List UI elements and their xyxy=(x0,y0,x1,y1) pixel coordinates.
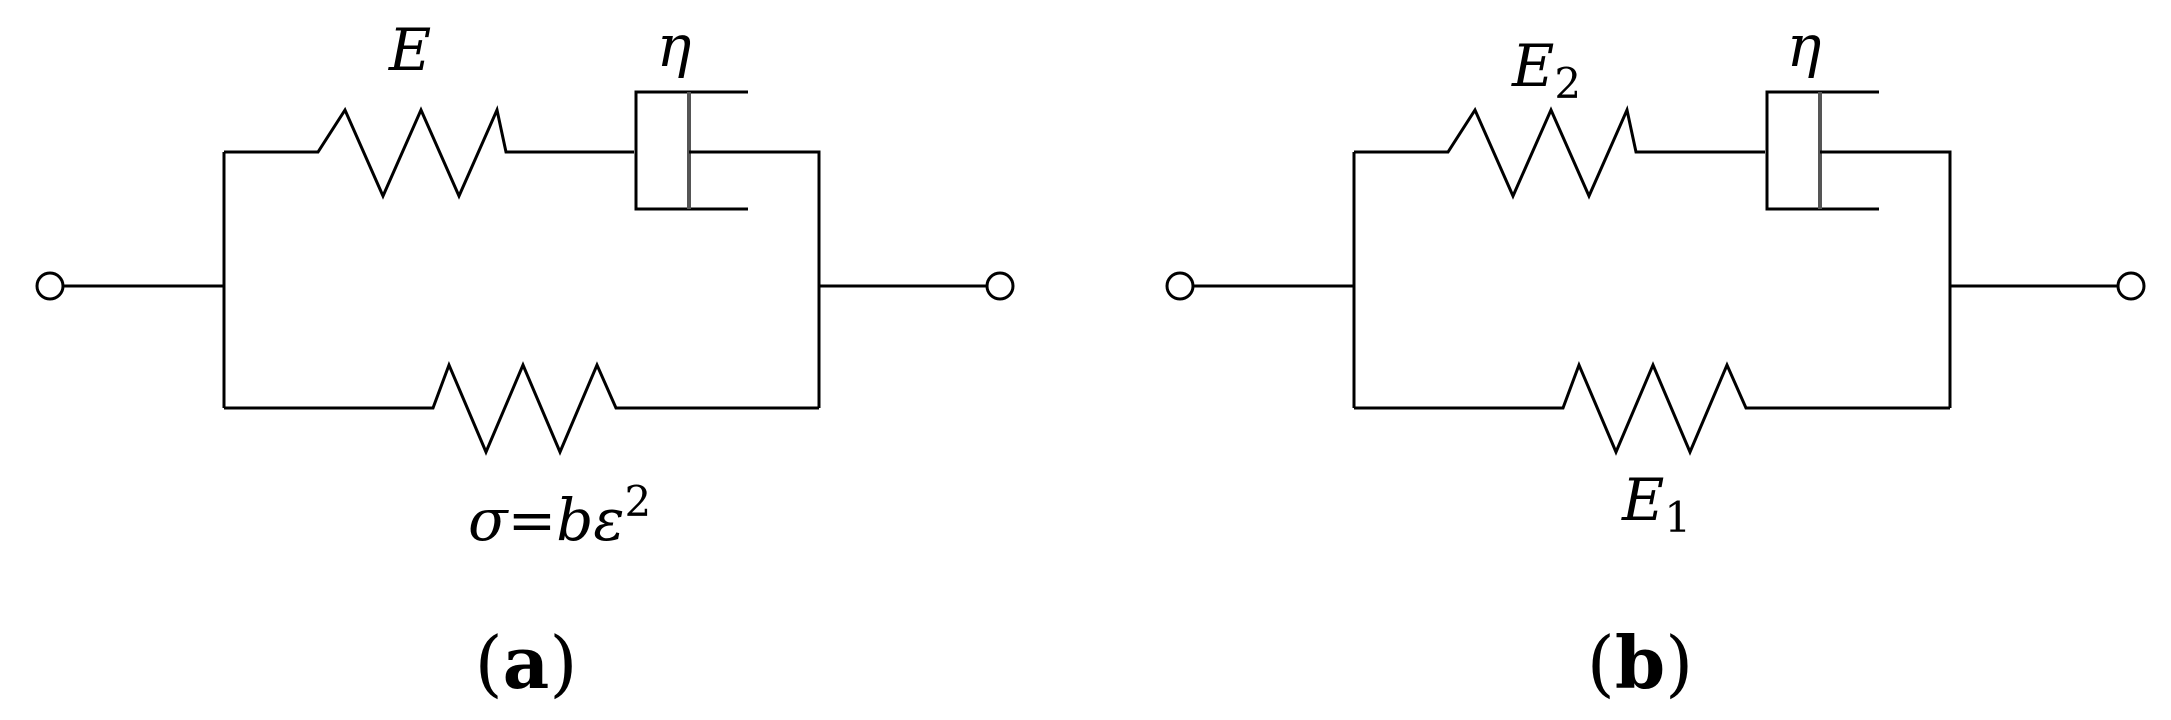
dashpot-cylinder-a xyxy=(634,90,748,211)
caption-a-open: ( xyxy=(475,621,503,705)
panel-b: E2 η E1 (b) xyxy=(1165,12,2146,705)
caption-b-close: ) xyxy=(1665,621,1693,705)
right-terminal-a xyxy=(985,271,1015,301)
e1-subscript: 1 xyxy=(1664,493,1691,542)
epsilon-symbol: ε xyxy=(593,486,624,554)
right-terminal-b xyxy=(2116,271,2146,301)
left-terminal-b xyxy=(1165,271,1195,301)
spring-e1-label: E1 xyxy=(1621,466,1691,542)
spring-e-label: E xyxy=(388,16,431,84)
upper-right-wire-a xyxy=(689,150,821,408)
sigma-symbol: σ xyxy=(468,486,509,554)
left-terminal-a xyxy=(35,271,65,301)
exponent-two: 2 xyxy=(624,477,651,526)
spring-e2 xyxy=(1354,105,1765,200)
e2-symbol: E xyxy=(1511,32,1554,100)
nonlinear-spring-label: σ=bε2 xyxy=(468,477,651,554)
panel-a: E η σ=bε2 (a) xyxy=(35,12,1015,705)
e2-subscript: 2 xyxy=(1554,59,1581,108)
dashpot-cylinder-b xyxy=(1765,90,1879,211)
caption-b: (b) xyxy=(1587,620,1694,705)
caption-b-open: ( xyxy=(1587,621,1615,705)
spring-e1 xyxy=(1354,360,1950,456)
b-coefficient: b xyxy=(556,486,593,554)
nonlinear-spring xyxy=(224,360,819,456)
equals-sign: = xyxy=(508,486,557,554)
spring-e2-label: E2 xyxy=(1511,32,1581,108)
dashpot-eta-label-a: η xyxy=(657,12,692,80)
spring-e xyxy=(224,105,634,200)
upper-right-wire-b xyxy=(1820,150,1952,408)
caption-b-letter: b xyxy=(1615,620,1665,705)
caption-a-letter: a xyxy=(503,620,550,705)
caption-a-close: ) xyxy=(549,621,577,705)
caption-a: (a) xyxy=(475,620,578,705)
dashpot-eta-label-b: η xyxy=(1787,12,1822,80)
e1-symbol: E xyxy=(1621,466,1664,534)
